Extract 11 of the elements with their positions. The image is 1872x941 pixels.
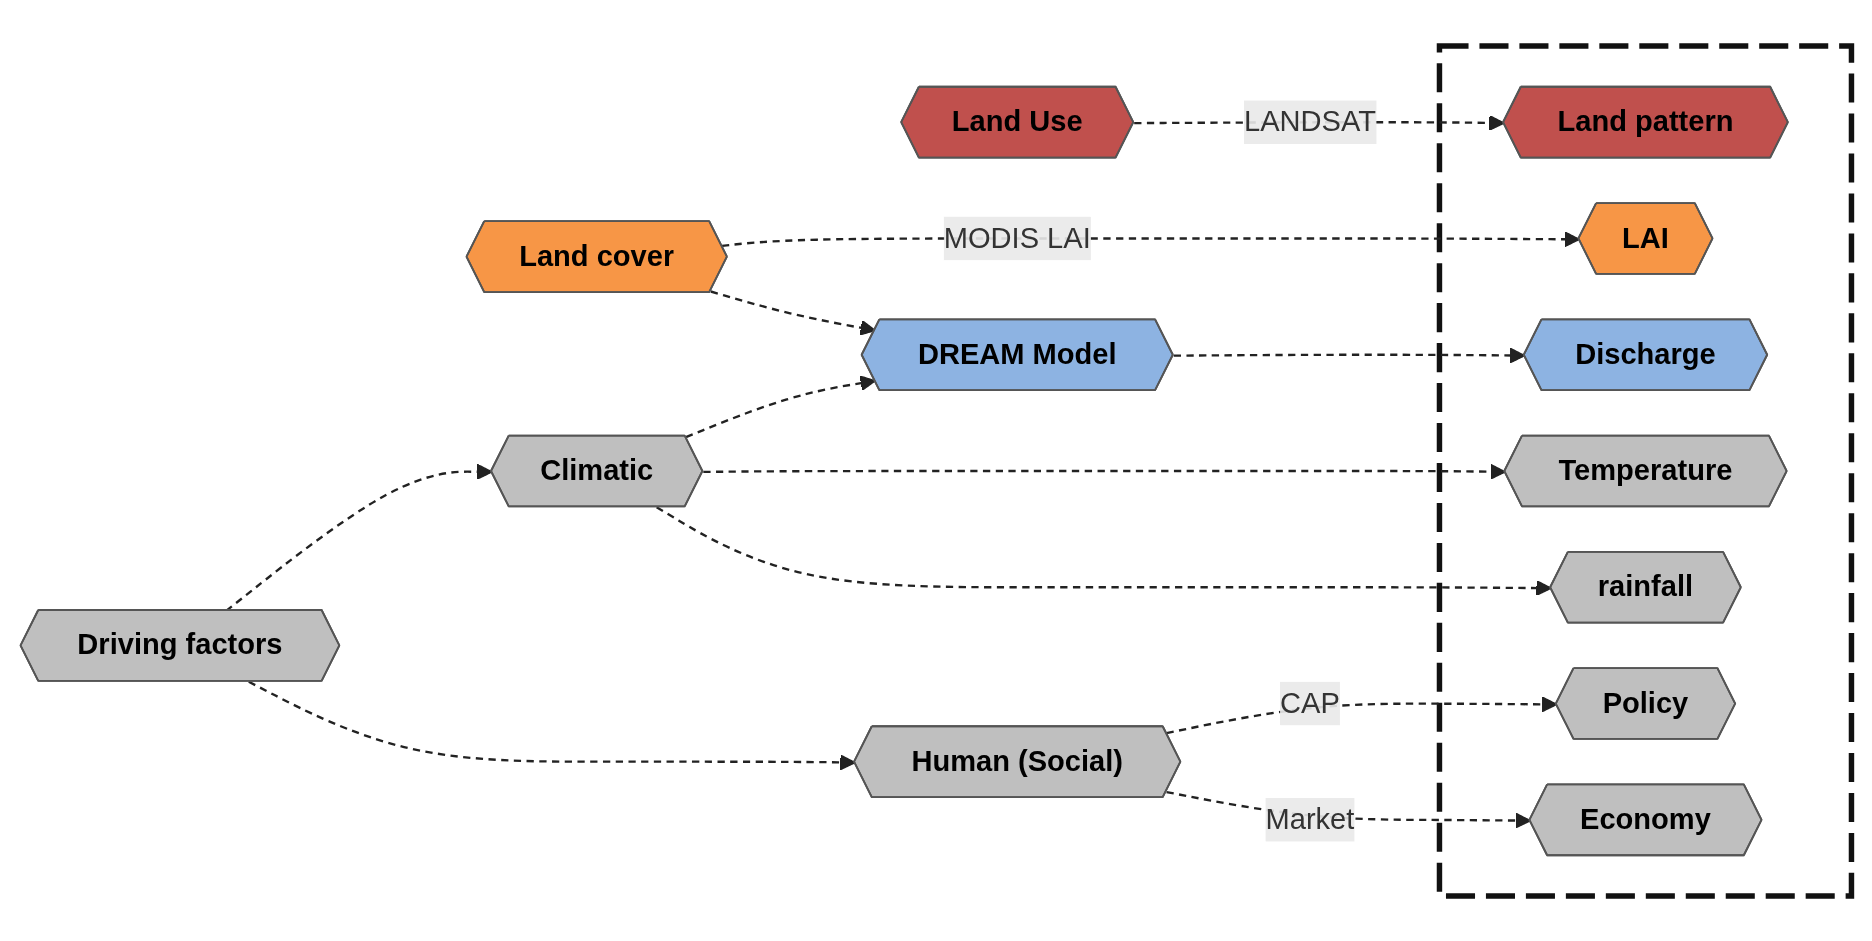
arrow bbox=[1173, 347, 1526, 363]
cluster bbox=[1436, 42, 1855, 899]
edge-label: LANDSAT bbox=[1243, 105, 1376, 137]
edge-label: MODIS LAI bbox=[943, 221, 1091, 253]
arrow bbox=[710, 289, 876, 336]
edge-label: CAP bbox=[1280, 686, 1340, 718]
arrow bbox=[685, 374, 876, 438]
arrow bbox=[248, 680, 856, 770]
edge-label: Market bbox=[1265, 802, 1355, 834]
arrow bbox=[703, 463, 1506, 480]
arrow bbox=[656, 505, 1552, 596]
